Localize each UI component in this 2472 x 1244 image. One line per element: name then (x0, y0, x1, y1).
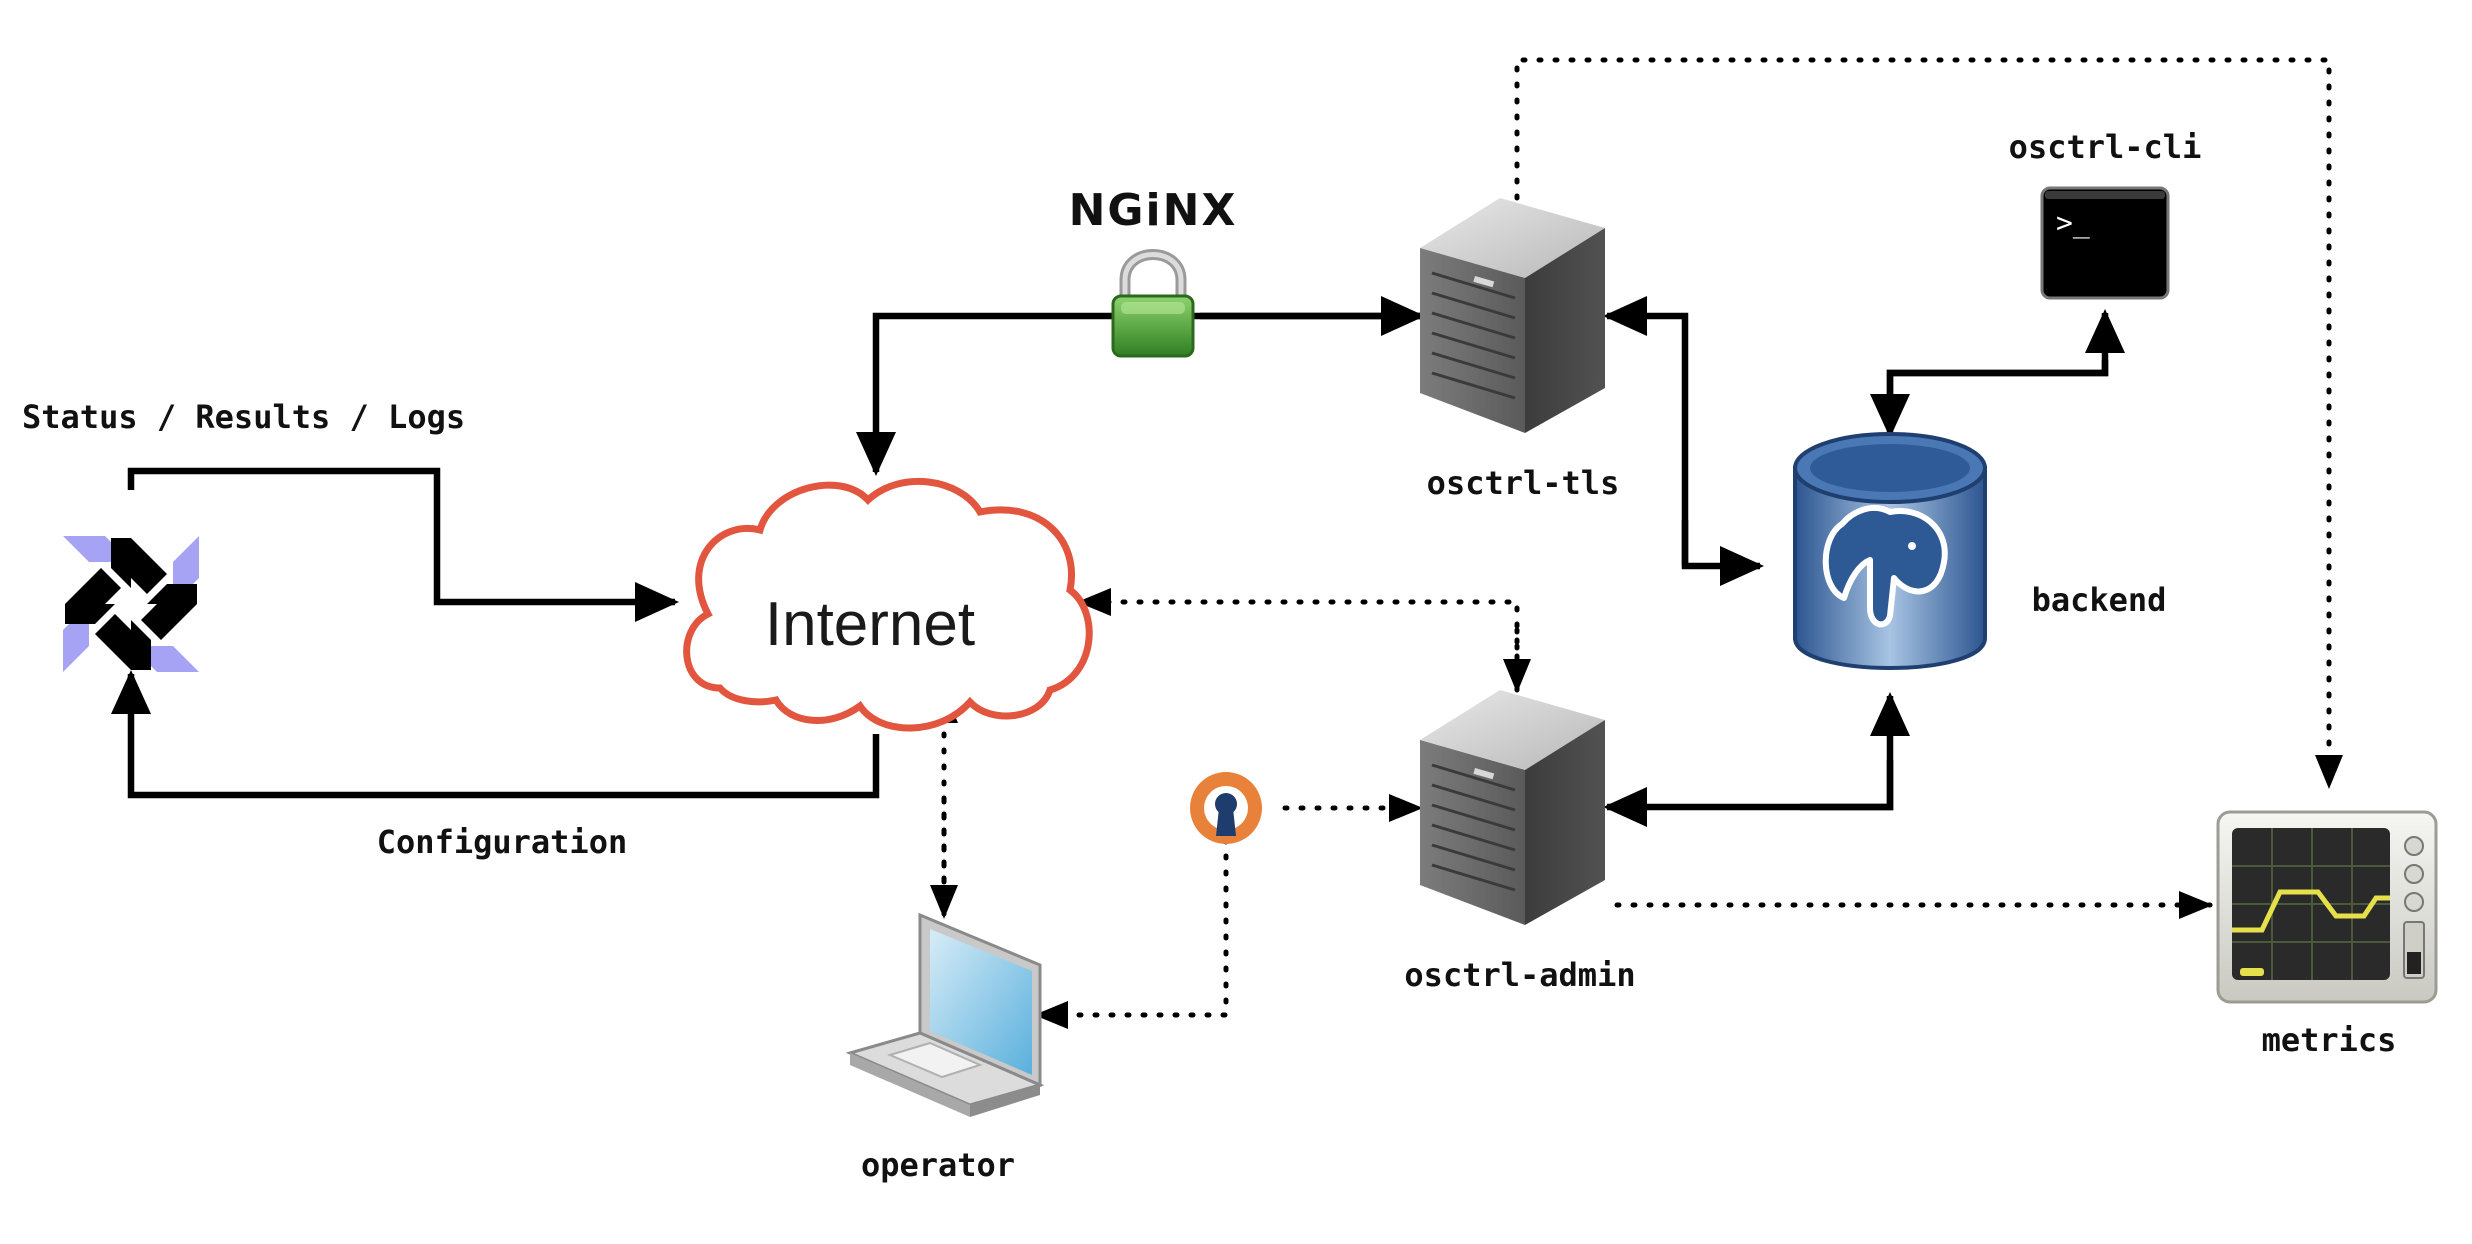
osctrl-tls-server-icon (1418, 196, 1607, 435)
internet-label: Internet (765, 590, 975, 659)
osctrl-admin-label: osctrl-admin (1404, 956, 1635, 994)
connector-osquery-to-internet (127, 467, 679, 622)
osctrl-cli-label: osctrl-cli (2009, 128, 2202, 166)
osctrl-tls-label: osctrl-tls (1427, 464, 1620, 502)
osquery-logo-icon (63, 536, 199, 672)
backend-label: backend (2032, 581, 2167, 619)
dotted-connectors (930, 57, 2343, 1029)
nginx-logo: NGiNX (1069, 185, 1238, 236)
connector-backend-to-tls (1603, 296, 1689, 566)
padlock-icon (1111, 249, 1195, 358)
solid-connectors (111, 296, 2125, 827)
openvpn-icon (1190, 772, 1262, 844)
database-icon (1793, 432, 1987, 670)
connector-internet-to-osquery (111, 670, 880, 799)
metrics-label: metrics (2262, 1021, 2397, 1059)
connector-admin-to-backend (1800, 692, 1910, 811)
connector-backend-to-cli (1886, 309, 2125, 400)
laptop-icon (845, 912, 1045, 1117)
elephant-icon (1822, 504, 1948, 628)
configuration-label: Configuration (377, 823, 627, 861)
osctrl-admin-server-icon (1418, 688, 1607, 927)
terminal-icon: >_ (2040, 186, 2170, 300)
operator-label: operator (861, 1146, 1015, 1184)
terminal-prompt: >_ (2056, 206, 2090, 240)
status-results-logs-label: Status / Results / Logs (22, 398, 465, 436)
connector-tls-to-backend (1681, 520, 1764, 586)
connector-backend-to-admin (1603, 760, 1894, 827)
dotted-vpn-to-operator (1034, 837, 1229, 1029)
dotted-tls-to-metrics (1514, 57, 2343, 789)
dotted-admin-to-internet (1077, 588, 1520, 693)
monitor-icon (2216, 810, 2438, 1004)
cloud-icon: Internet (683, 477, 1093, 732)
